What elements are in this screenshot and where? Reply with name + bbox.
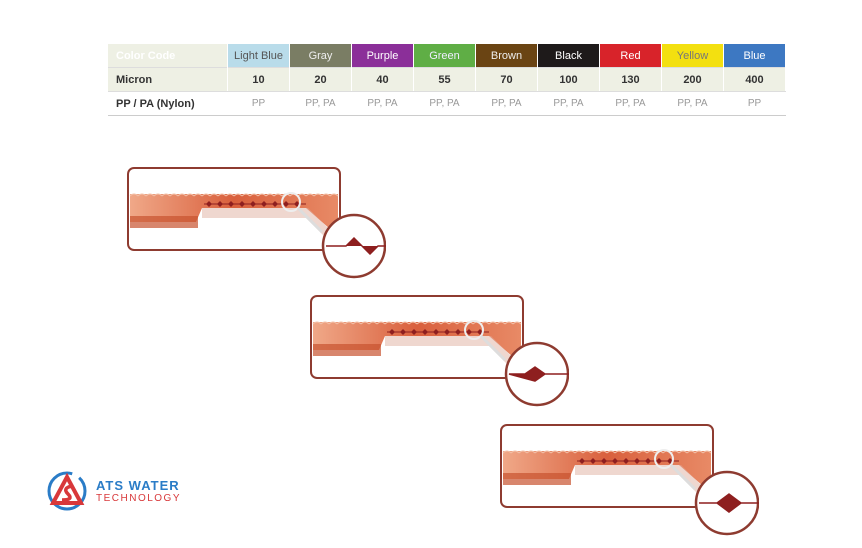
material-cell: PP: [723, 91, 786, 116]
color-cell: Black: [537, 44, 600, 68]
material-cell: PP, PA: [351, 91, 414, 116]
row-header-color-code: Color Code: [108, 44, 228, 68]
ats-logo-icon: [47, 471, 87, 511]
material-cell: PP, PA: [599, 91, 662, 116]
micron-cell: 20: [289, 67, 352, 92]
magnified-knot-icon: [321, 213, 392, 279]
material-cell: PP, PA: [661, 91, 724, 116]
color-cell: Yellow: [661, 44, 724, 68]
color-cell: Red: [599, 44, 662, 68]
material-cell: PP, PA: [537, 91, 600, 116]
micron-cell: 70: [475, 67, 538, 92]
micron-cell: 40: [351, 67, 414, 92]
material-cell: PP, PA: [413, 91, 476, 116]
mesh-diagram-3: [499, 423, 760, 543]
row-header-micron: Micron: [108, 67, 228, 92]
logo-name: ATS WATER: [96, 478, 180, 493]
magnified-knot-icon: [694, 470, 760, 536]
color-cell: Light Blue: [227, 44, 290, 68]
row-header-material: PP / PA (Nylon): [108, 91, 228, 116]
material-cell: PP, PA: [475, 91, 538, 116]
magnified-knot-icon: [504, 341, 570, 407]
micron-cell: 55: [413, 67, 476, 92]
logo-subtitle: TECHNOLOGY: [96, 493, 182, 504]
micron-cell: 130: [599, 67, 662, 92]
micron-cell: 100: [537, 67, 600, 92]
color-cell: Gray: [289, 44, 352, 68]
material-cell: PP, PA: [289, 91, 352, 116]
mesh-diagram-2: [309, 294, 570, 414]
color-cell: Purple: [351, 44, 414, 68]
micron-cell: 400: [723, 67, 786, 92]
micron-cell: 200: [661, 67, 724, 92]
material-cell: PP: [227, 91, 290, 116]
color-cell: Blue: [723, 44, 786, 68]
ats-logo: ATS WATER TECHNOLOGY: [46, 470, 181, 512]
mesh-diagram-1: [126, 166, 392, 286]
micron-cell: 10: [227, 67, 290, 92]
color-cell: Brown: [475, 44, 538, 68]
color-cell: Green: [413, 44, 476, 68]
